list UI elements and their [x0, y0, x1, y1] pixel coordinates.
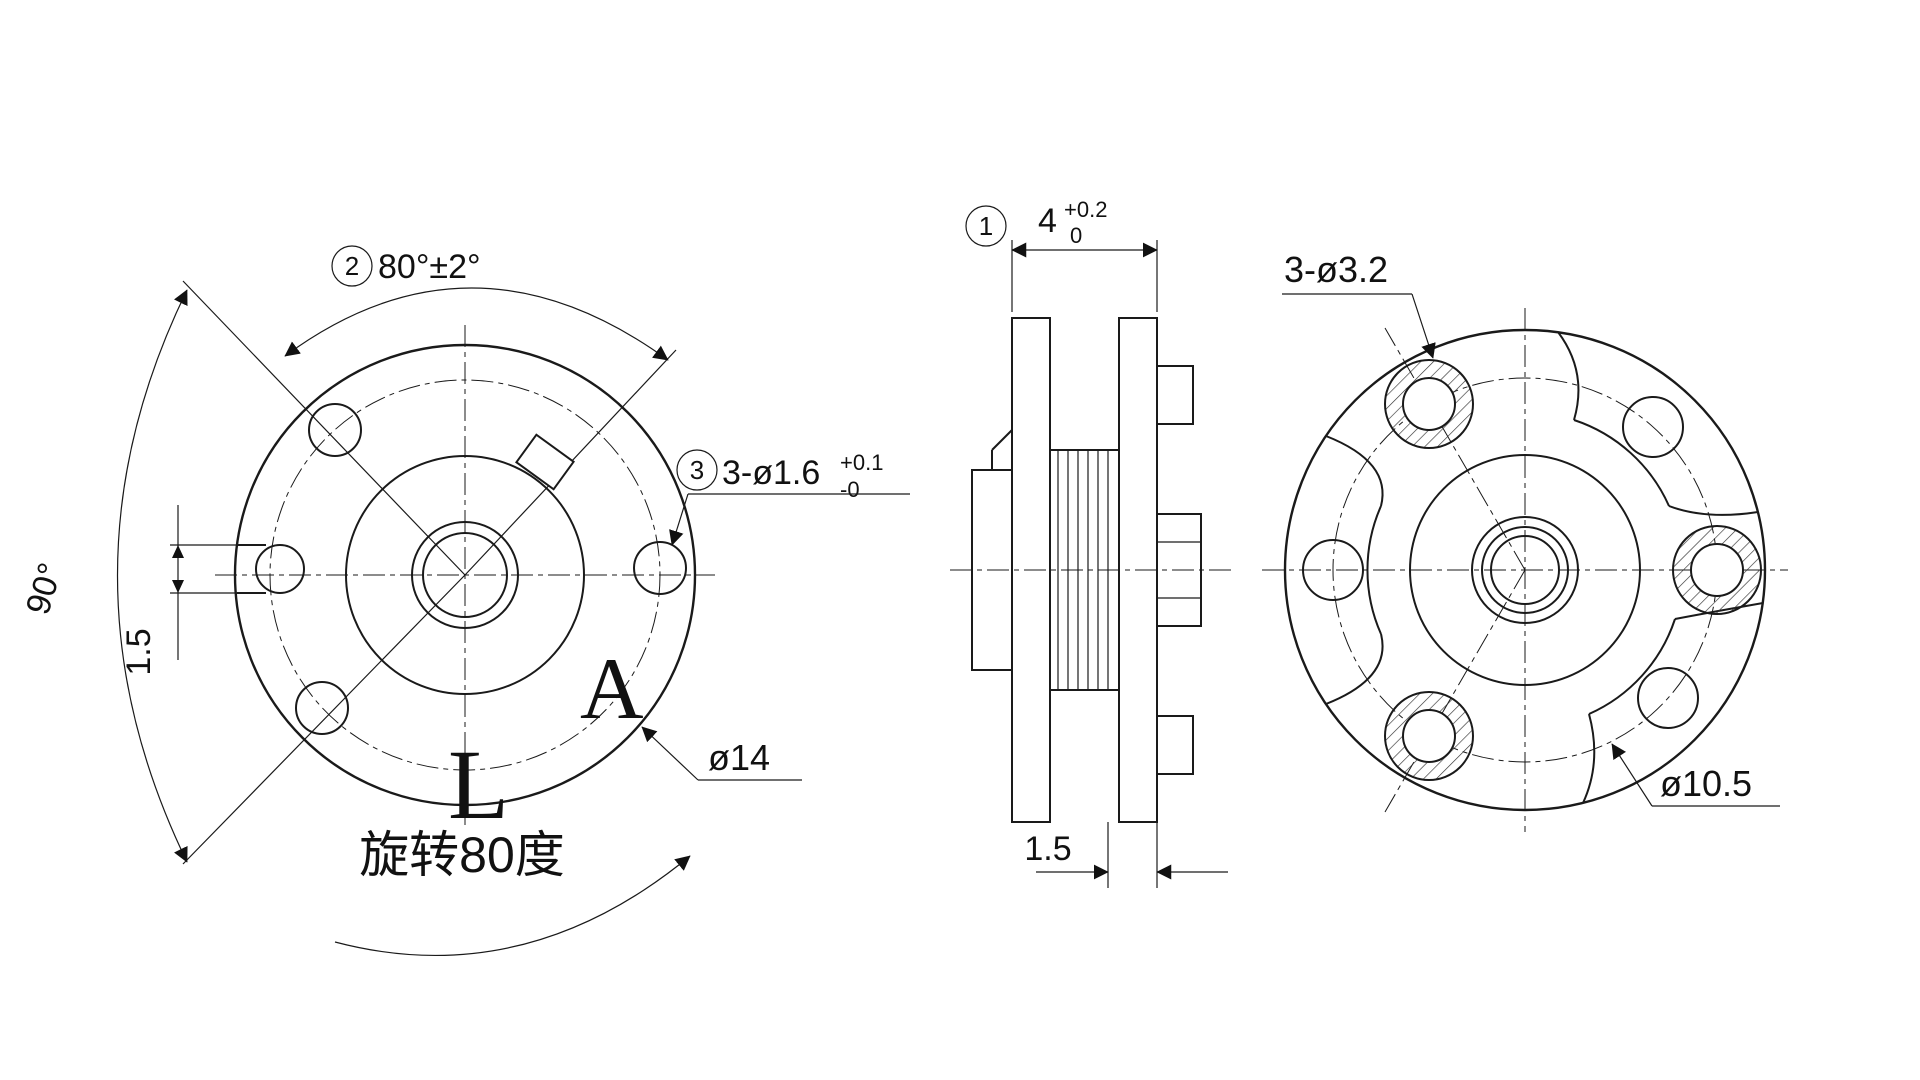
front-holes-leader [669, 493, 689, 546]
front-boss-outer [411, 521, 519, 629]
front-center-hole [422, 532, 508, 618]
front-angle-leg-lower [182, 574, 466, 865]
rear-diagonal-centerline-up [1384, 327, 1526, 571]
front-dia-leader [641, 726, 699, 781]
front-hole-1 [308, 403, 362, 457]
side-shaft [1156, 513, 1202, 627]
front-angle90-arc [117, 289, 188, 863]
rear-slot-br-end2 [1582, 713, 1596, 804]
rear-hub-circle [1409, 454, 1641, 686]
rear-holes-label: 3-ø3.2 [1284, 249, 1388, 290]
balloon-1-number: 1 [979, 211, 993, 241]
front-slot-arrow-bottom [172, 580, 184, 593]
front-mark-a: A [580, 641, 644, 738]
rear-slot-left-top [1325, 435, 1384, 507]
rear-hatched-hole-1 [1384, 359, 1474, 449]
rear-hatched-1-inner [1402, 377, 1456, 431]
balloon-2-number: 2 [345, 251, 359, 281]
rear-slot-tr-arc [1573, 419, 1670, 507]
rear-slot-br-arc [1588, 618, 1676, 715]
balloon-2-circle [331, 245, 373, 287]
rear-plain-hole-2 [1302, 539, 1364, 601]
side-bottom-tab [1156, 715, 1194, 775]
rear-hatched-hole-3 [1384, 691, 1474, 781]
front-slot-circle [255, 544, 305, 594]
front-holes-label: 3-ø1.6 +0.1 -0 [722, 450, 888, 502]
rear-slot-left-bottom [1325, 633, 1384, 705]
rear-diagonal-centerline-down [1384, 569, 1526, 813]
front-mark-l: L [448, 729, 509, 840]
rear-slot-left [1325, 435, 1384, 705]
front-angle80-arc [284, 287, 669, 361]
rear-hatched-hole-2 [1672, 525, 1762, 615]
front-outer-dia-label: ø14 [708, 737, 770, 778]
balloon-3-number: 3 [690, 455, 704, 485]
front-angle-90-label: 90° [19, 559, 70, 619]
front-bolt-circle [269, 379, 661, 771]
rear-slot-tr-end1 [1557, 331, 1580, 421]
rear-holes-leader [1411, 293, 1436, 359]
front-angle-leg-upper [182, 280, 466, 576]
front-rotation-arc [334, 855, 691, 956]
rear-plain-hole-3 [1637, 667, 1699, 729]
rear-slot-top-right [1557, 331, 1759, 516]
rear-boss-outer [1471, 516, 1579, 624]
rear-boss-mid [1481, 526, 1569, 614]
rear-view: 3-ø3.2 ø10.5 [1262, 249, 1788, 832]
balloon-1-circle [965, 205, 1007, 247]
side-top-tab [1156, 365, 1194, 425]
side-view: 1 4 +0.2 0 1.5 [950, 197, 1235, 888]
rear-slot-left-arc [1366, 505, 1382, 635]
rear-hatched-3-inner [1402, 709, 1456, 763]
front-hole-3 [295, 681, 349, 735]
side-plate-label: 1.5 [1024, 830, 1071, 868]
rear-hatched-2-inner [1690, 543, 1744, 597]
front-view: 2 80°±2° 90° 1.5 3 3-ø1.6 +0.1 -0 ø14 旋转… [19, 245, 910, 956]
rear-center-hole [1490, 535, 1560, 605]
front-hole-2 [633, 541, 687, 595]
front-stop-tab [515, 433, 575, 491]
front-angle-tolerance-label: 80°±2° [378, 248, 481, 286]
rear-bolt-circle-label: ø10.5 [1660, 763, 1752, 804]
rear-slot-tr-end2 [1668, 505, 1759, 516]
front-slot-arrow-top [172, 545, 184, 558]
side-hub-bevel [991, 429, 1013, 451]
front-hub-circle [345, 455, 585, 695]
side-width-label-group: 4 +0.2 0 [1038, 197, 1112, 248]
rear-plain-hole-1 [1622, 396, 1684, 458]
rear-bolt-leader [1611, 743, 1653, 807]
front-rotation-note: 旋转80度 [359, 827, 565, 883]
balloon-3-circle [676, 449, 718, 491]
rear-outer-circle [1283, 328, 1767, 812]
front-slot-width-label: 1.5 [120, 628, 158, 675]
